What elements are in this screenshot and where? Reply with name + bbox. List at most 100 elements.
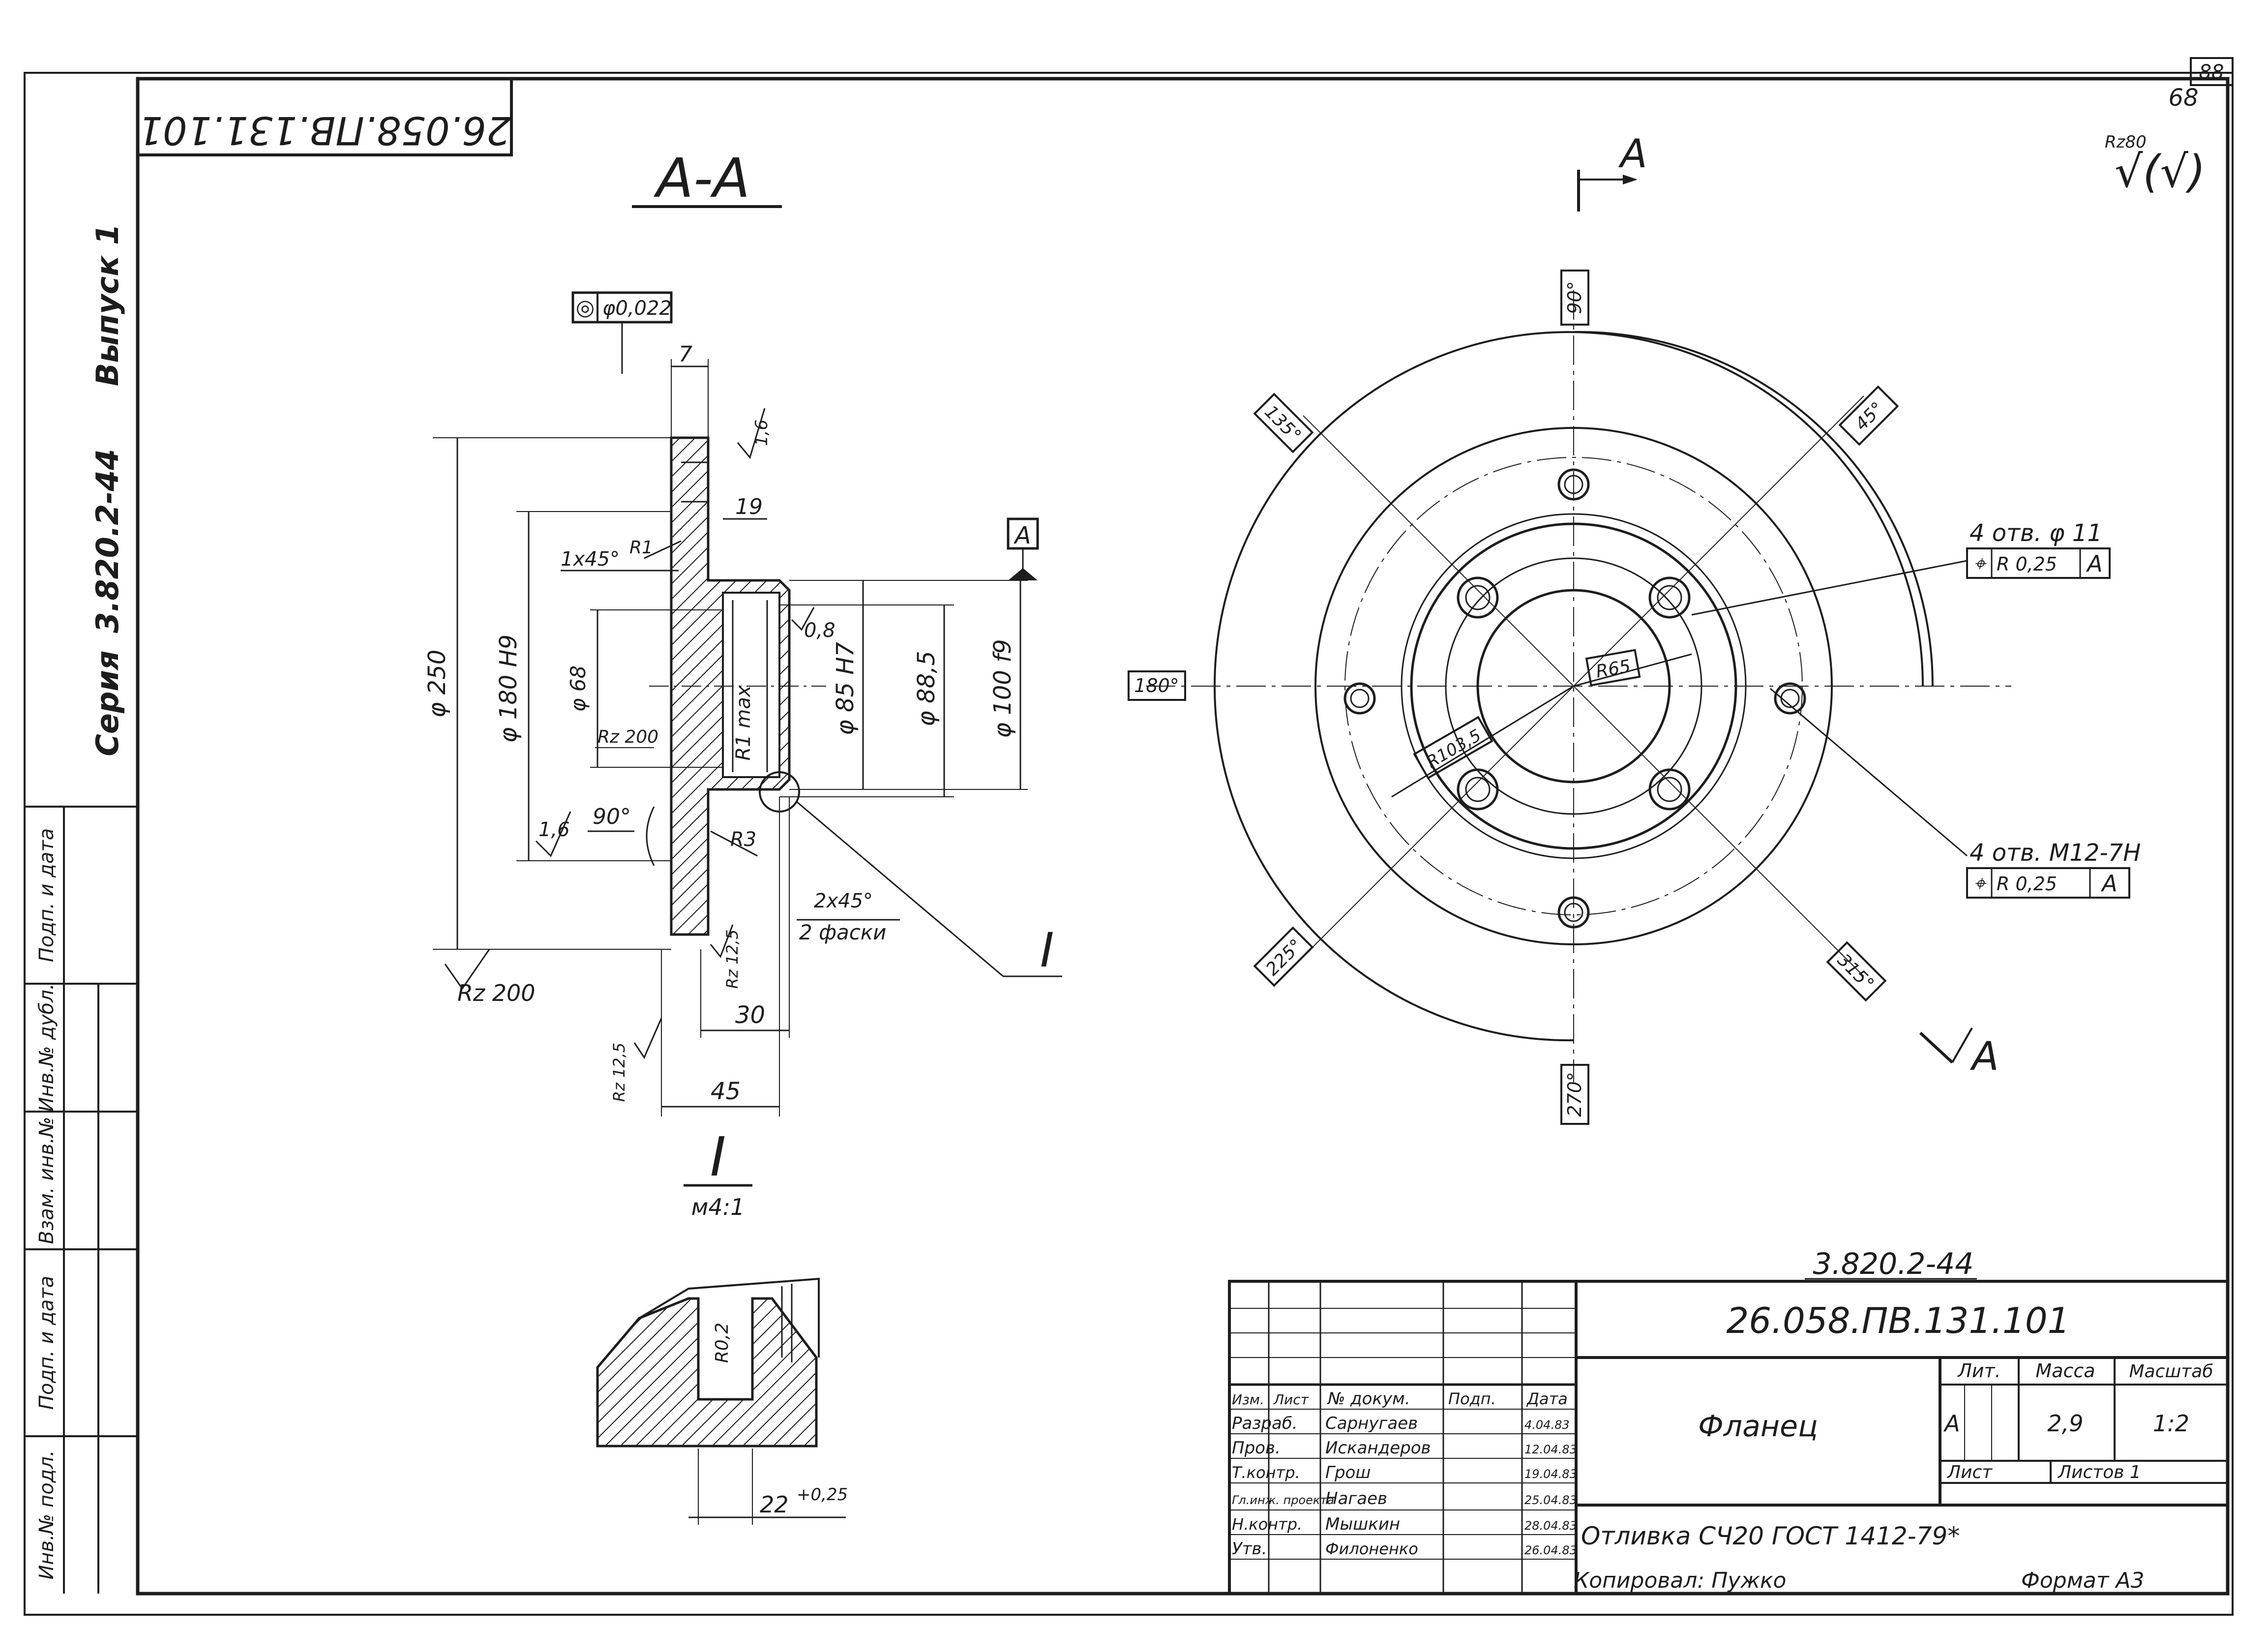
dim-d250: φ 250 bbox=[423, 650, 451, 718]
sig-date-3: 19.04.83 bbox=[1524, 1467, 1577, 1481]
holes-bottom-position-symbol: ⌖ bbox=[1973, 871, 1987, 895]
dim-rz200-inner: Rz 200 bbox=[597, 727, 658, 747]
angle-225: 225° bbox=[1262, 936, 1307, 980]
roughness-symbol: √(√) bbox=[2115, 146, 2206, 198]
dim-rough16: 1,6 bbox=[538, 818, 570, 841]
sig-date-6: 26.04.83 bbox=[1524, 1543, 1577, 1557]
holes-top-position-value: R 0,25 bbox=[1997, 553, 2057, 575]
mass-label: Масса bbox=[2035, 1360, 2095, 1382]
sig-role-5: Н.контр. bbox=[1232, 1515, 1302, 1534]
detail-width: 22 bbox=[760, 1491, 789, 1518]
header-izm: Изм. bbox=[1232, 1391, 1264, 1408]
holes-bottom-note: 4 отв. M12-7H bbox=[1970, 839, 2141, 867]
datum-label: А bbox=[1014, 522, 1031, 549]
series-label: Серия bbox=[90, 650, 125, 756]
corner-box-number: 88 bbox=[2199, 61, 2224, 84]
runout-value: φ0,022 bbox=[602, 297, 672, 320]
side-column: Инв.№ подл. Подп. и дата Взам. инв.№ Инв… bbox=[24, 224, 138, 1594]
dim-chamfer1: 1x45° bbox=[561, 548, 620, 571]
cut-label-top: А bbox=[1618, 131, 1647, 177]
plan-view: А А 90° 135° bbox=[1128, 131, 2141, 1125]
sheets-label: Листов 1 bbox=[2057, 1462, 2141, 1482]
dim-r1max: R1 max bbox=[732, 685, 755, 760]
dim-angle90: 90° bbox=[593, 804, 631, 829]
mass-value: 2,9 bbox=[2047, 1410, 2083, 1437]
side-field-3: Взам. инв.№ bbox=[35, 1117, 58, 1244]
side-field-1: Инв.№ подл. bbox=[35, 1450, 58, 1579]
sheet-corner-number: 68 bbox=[2168, 84, 2198, 112]
detail-scale: м4:1 bbox=[691, 1194, 745, 1220]
angle-135: 135° bbox=[1260, 402, 1305, 446]
general-roughness-mark: Rz80 √(√) bbox=[2105, 132, 2206, 198]
detail-tolerance: +0,25 bbox=[797, 1485, 848, 1505]
copied-by: Копировал: Пужко bbox=[1574, 1568, 1786, 1593]
dim-hub-length: 19 bbox=[735, 494, 763, 519]
rotated-designation-box bbox=[136, 77, 513, 156]
sig-role-1: Разраб. bbox=[1232, 1414, 1298, 1433]
scale-value: 1:2 bbox=[2153, 1410, 2189, 1437]
signature-rows: Разраб. Сарнугаев 4.04.83 Пров. Искандер… bbox=[1232, 1414, 1577, 1559]
side-field-2: Подп. и дата bbox=[35, 1276, 58, 1410]
dim-d85: φ 85 H7 bbox=[832, 642, 859, 735]
detail-title: I bbox=[710, 1125, 726, 1188]
sig-date-1: 4.04.83 bbox=[1524, 1418, 1570, 1432]
header-doc: № докум. bbox=[1327, 1389, 1410, 1409]
cut-label-bottom: А bbox=[1970, 1033, 1999, 1079]
lit-label: Лит. bbox=[1957, 1360, 2001, 1382]
sig-date-4: 25.04.83 bbox=[1524, 1493, 1577, 1507]
detail-radius: R0,2 bbox=[712, 1323, 732, 1363]
runout-symbol: ◎ bbox=[576, 295, 595, 320]
drawing-frame: 26.058.ПВ.131.101 88 68 bbox=[24, 57, 2234, 1616]
sig-name-6: Филоненко bbox=[1325, 1539, 1418, 1558]
dim-rz125-a: Rz 12,5 bbox=[723, 930, 742, 989]
holes-top-position-symbol: ⌖ bbox=[1973, 551, 1987, 575]
dim-w45: 45 bbox=[711, 1078, 741, 1105]
dim-r08: 0,8 bbox=[804, 619, 836, 642]
holes-bottom-position-datum: А bbox=[2100, 870, 2117, 897]
angle-90: 90° bbox=[1564, 281, 1585, 314]
sig-name-1: Сарнугаев bbox=[1325, 1414, 1418, 1433]
corner-box bbox=[2190, 57, 2234, 86]
holes-top-position-datum: А bbox=[2086, 550, 2102, 577]
angle-45: 45° bbox=[1851, 398, 1888, 435]
sig-role-2: Пров. bbox=[1232, 1438, 1281, 1458]
dim-d100: φ 100 f9 bbox=[989, 639, 1016, 738]
sig-date-2: 12.04.83 bbox=[1524, 1443, 1577, 1456]
sheet-label: Лист bbox=[1946, 1462, 1993, 1482]
format-label: Формат А3 bbox=[2021, 1568, 2145, 1593]
scale-label: Масштаб bbox=[2129, 1361, 2213, 1382]
sig-name-4: Нагаев bbox=[1325, 1489, 1387, 1509]
sig-name-5: Мышкин bbox=[1325, 1514, 1400, 1534]
series-code: 3.820.2-44 bbox=[90, 449, 125, 634]
detail-view: I м4:1 R0,2 22 +0,25 bbox=[596, 1125, 848, 1525]
angle-270: 270° bbox=[1564, 1072, 1585, 1117]
dim-radius1: R1 bbox=[629, 538, 653, 558]
dim-d180: φ 180 H9 bbox=[495, 634, 522, 743]
sig-role-4: Гл.инж. проекта bbox=[1232, 1493, 1334, 1507]
issue-label: Выпуск 1 bbox=[90, 224, 125, 386]
dim-d88: φ 88,5 bbox=[913, 651, 940, 726]
angle-180: 180° bbox=[1134, 675, 1179, 696]
material-note: Отливка СЧ20 ГОСТ 1412-79* bbox=[1581, 1522, 1960, 1550]
sig-role-6: Утв. bbox=[1232, 1539, 1267, 1559]
title-top-code: 3.820.2-44 bbox=[1813, 1247, 1973, 1281]
roughness-value: Rz80 bbox=[2105, 132, 2147, 152]
sig-name-3: Грош bbox=[1325, 1463, 1371, 1482]
sig-date-5: 28.04.83 bbox=[1524, 1519, 1577, 1533]
rotated-designation: 26.058.ПВ.131.101 bbox=[138, 108, 510, 152]
sig-name-2: Искандеров bbox=[1325, 1438, 1431, 1458]
header-list: Лист bbox=[1273, 1391, 1309, 1408]
title-designation: 26.058.ПВ.131.101 bbox=[1727, 1300, 2070, 1341]
side-field-5: Подп. и дата bbox=[35, 828, 58, 962]
part-name: Фланец bbox=[1698, 1409, 1818, 1444]
header-date: Дата bbox=[1526, 1389, 1568, 1408]
dim-rz125-b: Rz 12,5 bbox=[610, 1043, 628, 1102]
dim-r3: R3 bbox=[730, 828, 756, 851]
title-block: 3.820.2-44 Изм. Лист № докум. Подп. Дата… bbox=[1228, 1247, 2229, 1595]
section-view: А-А ◎ φ0,022 bbox=[423, 147, 1062, 1117]
dim-w30: 30 bbox=[735, 1001, 765, 1029]
dim-chamfer2-note: 2 фаски bbox=[799, 920, 886, 944]
side-field-4: Инв.№ дубл. bbox=[35, 984, 58, 1112]
detail-ref-label: I bbox=[1040, 923, 1054, 978]
